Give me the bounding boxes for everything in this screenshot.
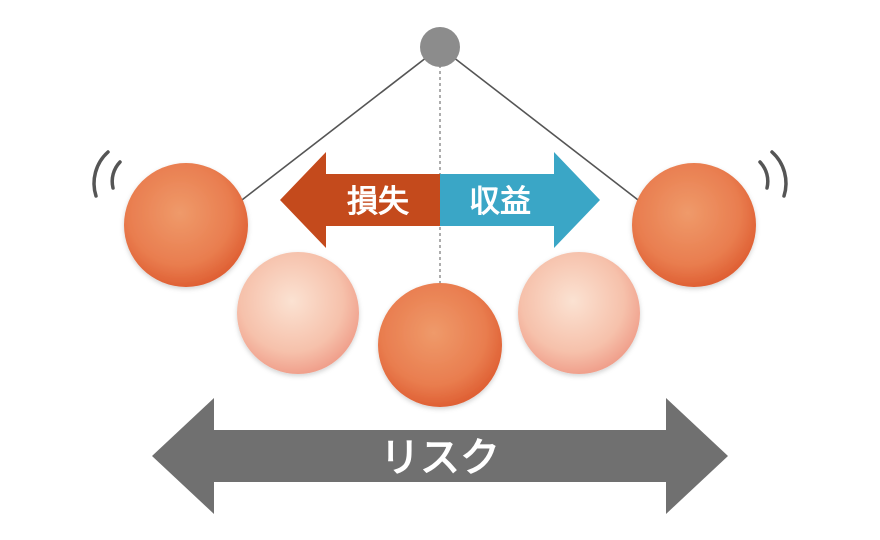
motion-marks-left-icon [92,150,122,198]
ball-left [124,163,248,287]
ball-right [632,163,756,287]
gain-label: 収益 [469,184,531,220]
gain-arrow [440,152,600,248]
pendulum-string-right [439,46,643,204]
ball-faded-right [518,252,640,374]
pendulum-string-left [237,46,441,204]
loss-label: 損失 [347,184,410,220]
risk-double-arrow [152,398,728,514]
motion-marks-right-icon [758,150,788,198]
loss-arrow [280,152,440,248]
risk-label: リスク [380,435,500,481]
ball-faded-left [237,252,359,374]
pendulum-pivot [420,27,460,67]
ball-center [378,283,502,407]
